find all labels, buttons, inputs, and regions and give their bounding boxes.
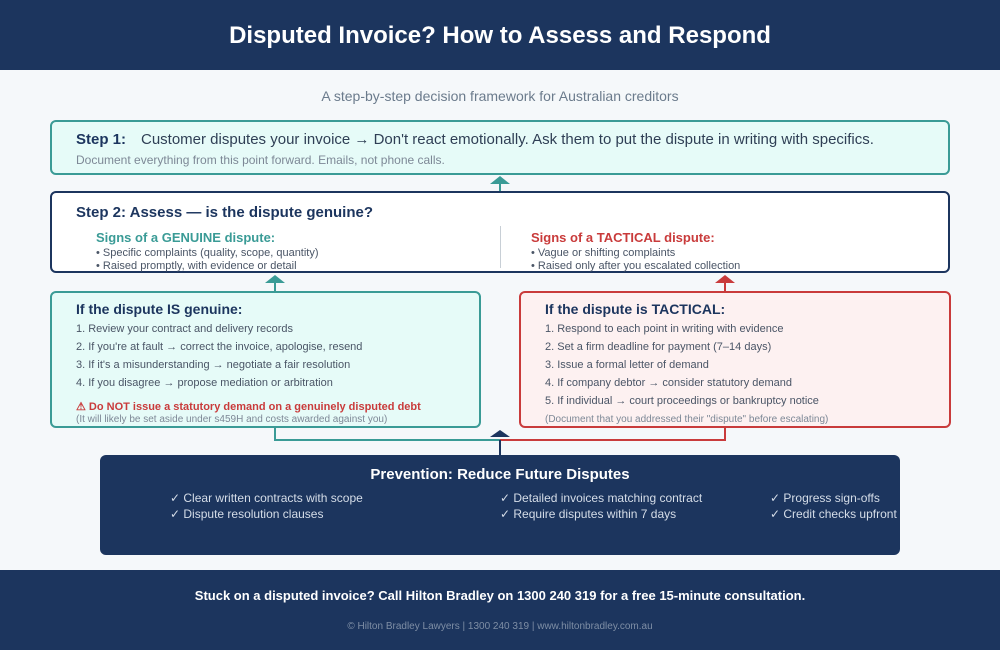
tactical-response-title: If the dispute is TACTICAL: [545, 301, 726, 317]
genuine-signs-title: Signs of a GENUINE dispute: [96, 230, 276, 245]
consultation-cta: Stuck on a disputed invoice? Call Hilton… [194, 588, 806, 603]
step2-title: Step 2: Assess — is the dispute genuine? [76, 204, 374, 221]
tactical-signs-title: Signs of a TACTICAL dispute: [531, 230, 715, 245]
tactical-to-prevention-connector [500, 428, 726, 441]
footer-copyright: © Hilton Bradley Lawyers | 1300 240 319 … [347, 621, 653, 632]
genuine-response-box: If the dispute IS genuine: 1. Review you… [50, 291, 481, 428]
genuine-to-prevention-connector [274, 428, 500, 441]
prevention-item: ✓ Clear written contracts with scope [170, 491, 363, 505]
statutory-demand-warning: ⚠ Do NOT issue a statutory demand on a g… [76, 401, 421, 413]
page-title: Disputed Invoice? How to Assess and Resp… [229, 22, 771, 49]
genuine-step-item: 3. If it's a misunderstanding → negotiat… [76, 359, 351, 371]
footer-banner: Stuck on a disputed invoice? Call Hilton… [0, 570, 1000, 650]
genuine-step-item: 2. If you're at fault → correct the invo… [76, 341, 363, 353]
prevention-item: ✓ Progress sign-offs [770, 491, 880, 505]
arrow-up-icon [490, 176, 510, 184]
step1-text: Customer disputes your invoice → Don't r… [141, 131, 874, 148]
genuine-step-item: 4. If you disagree → propose mediation o… [76, 377, 333, 389]
prevention-box: Prevention: Reduce Future Disputes ✓ Cle… [100, 455, 900, 555]
prevention-title: Prevention: Reduce Future Disputes [370, 466, 630, 483]
arrow-up-icon [265, 275, 285, 283]
tactical-step-item: 4. If company debtor → consider statutor… [545, 377, 793, 389]
arrow-up-icon [715, 275, 735, 283]
prevention-item: ✓ Require disputes within 7 days [500, 507, 677, 521]
page-subtitle: A step-by-step decision framework for Au… [321, 88, 679, 104]
tactical-response-box: If the dispute is TACTICAL: 1. Respond t… [519, 291, 951, 428]
tactical-step-item: 2. Set a firm deadline for payment (7–14… [545, 341, 772, 353]
tactical-step-item: 5. If individual → court proceedings or … [545, 395, 819, 407]
prevention-item: ✓ Dispute resolution clauses [170, 507, 324, 521]
genuine-response-title: If the dispute IS genuine: [76, 301, 243, 317]
arrow-up-icon [490, 430, 510, 437]
tactical-sign-item: • Raised only after you escalated collec… [531, 260, 741, 272]
step1-box: Step 1: Customer disputes your invoice →… [50, 120, 950, 175]
warning-note: (It will likely be set aside under s459H… [76, 414, 388, 425]
genuine-step-item: 1. Review your contract and delivery rec… [76, 323, 294, 335]
step1-label: Step 1: [76, 131, 127, 148]
header-banner: Disputed Invoice? How to Assess and Resp… [0, 0, 1000, 70]
genuine-sign-item: • Specific complaints (quality, scope, q… [96, 247, 319, 259]
genuine-sign-item: • Raised promptly, with evidence or deta… [96, 260, 297, 272]
prevention-item: ✓ Detailed invoices matching contract [500, 491, 703, 505]
tactical-sign-item: • Vague or shifting complaints [531, 247, 676, 259]
tactical-step-item: 3. Issue a formal letter of demand [545, 359, 709, 371]
column-divider [500, 226, 501, 268]
step2-box: Step 2: Assess — is the dispute genuine?… [50, 191, 950, 273]
tactical-note: (Document that you addressed their "disp… [545, 414, 829, 425]
prevention-item: ✓ Credit checks upfront [770, 507, 897, 521]
tactical-step-item: 1. Respond to each point in writing with… [545, 323, 784, 335]
step1-note: Document everything from this point forw… [76, 153, 445, 167]
